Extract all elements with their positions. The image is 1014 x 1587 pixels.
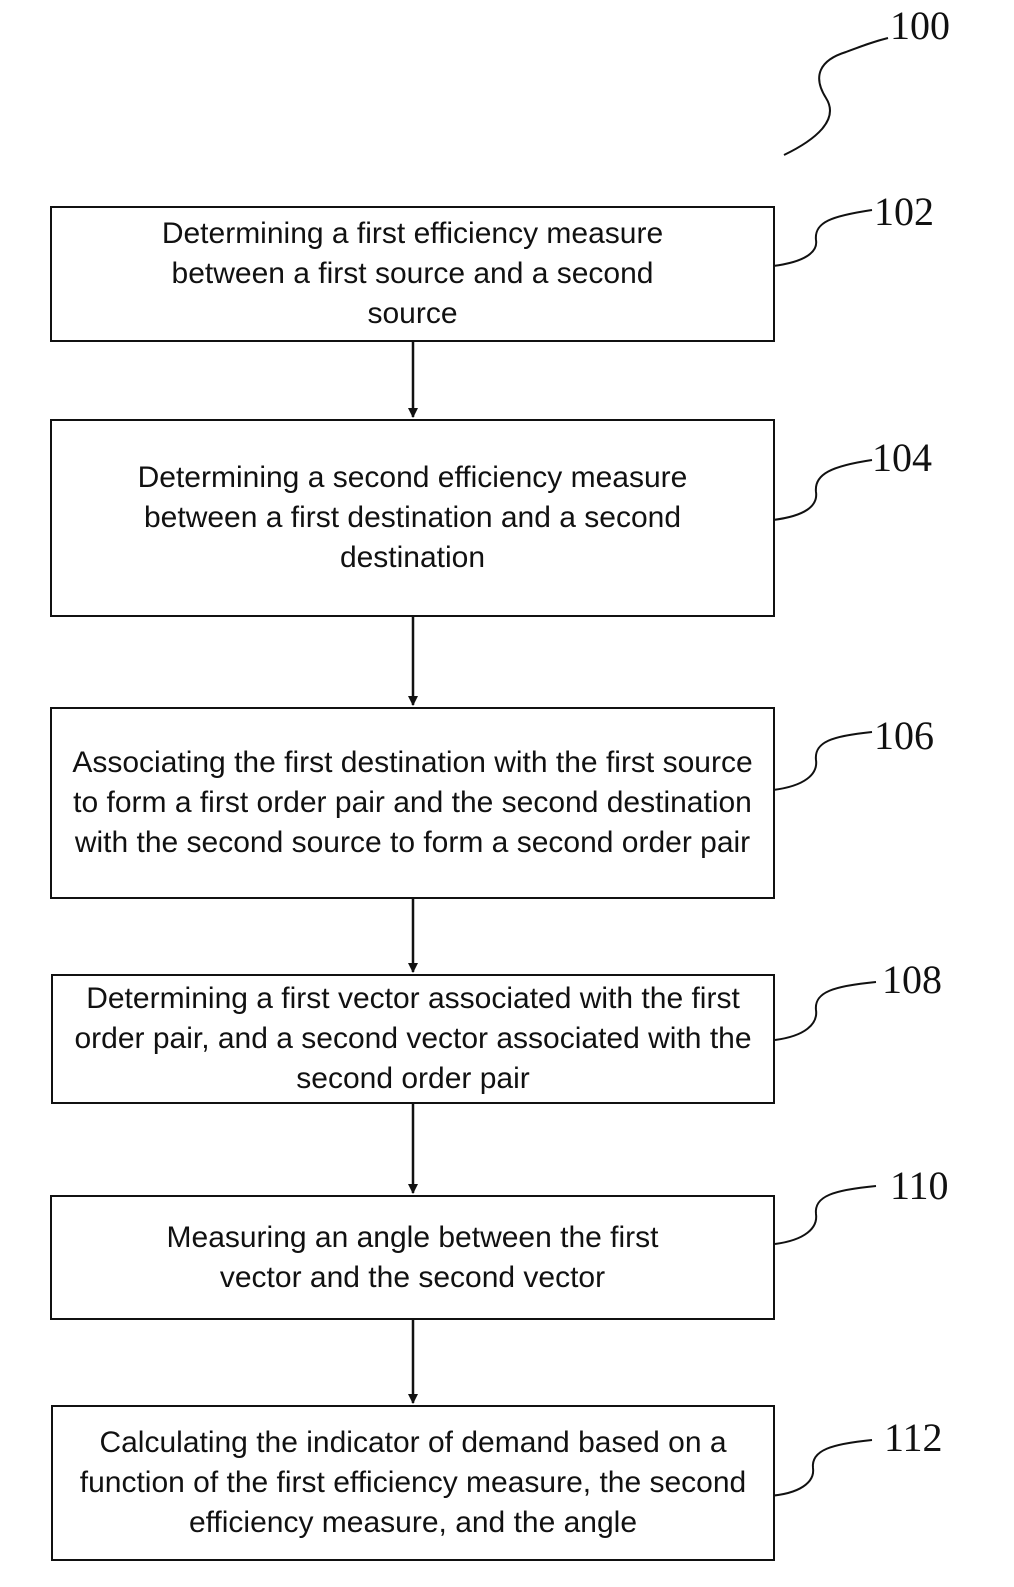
step-106-box: Associating the first destination with t… (50, 707, 775, 899)
step-102-text: Determining a first efficiency measure b… (123, 214, 703, 334)
leader-100 (784, 38, 888, 155)
figure-ref-label: 100 (890, 6, 950, 46)
step-106-ref: 106 (874, 716, 934, 756)
step-110-text: Measuring an angle between the first vec… (133, 1218, 693, 1298)
step-102-box: Determining a first efficiency measure b… (50, 206, 775, 342)
leader-102 (773, 210, 872, 266)
leader-112 (768, 1440, 872, 1496)
step-102-ref: 102 (874, 192, 934, 232)
leader-110 (775, 1186, 876, 1244)
step-106-text: Associating the first destination with t… (68, 743, 758, 863)
leader-108 (775, 982, 876, 1040)
step-108-ref: 108 (882, 960, 942, 1000)
step-110-ref: 110 (890, 1166, 949, 1206)
step-112-text: Calculating the indicator of demand base… (63, 1423, 763, 1543)
step-104-text: Determining a second efficiency measure … (98, 458, 728, 578)
leader-106 (773, 732, 872, 790)
step-108-box: Determining a first vector associated wi… (51, 974, 775, 1104)
step-104-box: Determining a second efficiency measure … (50, 419, 775, 617)
step-108-text: Determining a first vector associated wi… (66, 979, 761, 1099)
leader-104 (773, 460, 872, 520)
step-112-ref: 112 (884, 1418, 943, 1458)
step-112-box: Calculating the indicator of demand base… (51, 1405, 775, 1561)
step-110-box: Measuring an angle between the first vec… (50, 1195, 775, 1320)
step-104-ref: 104 (872, 438, 932, 478)
